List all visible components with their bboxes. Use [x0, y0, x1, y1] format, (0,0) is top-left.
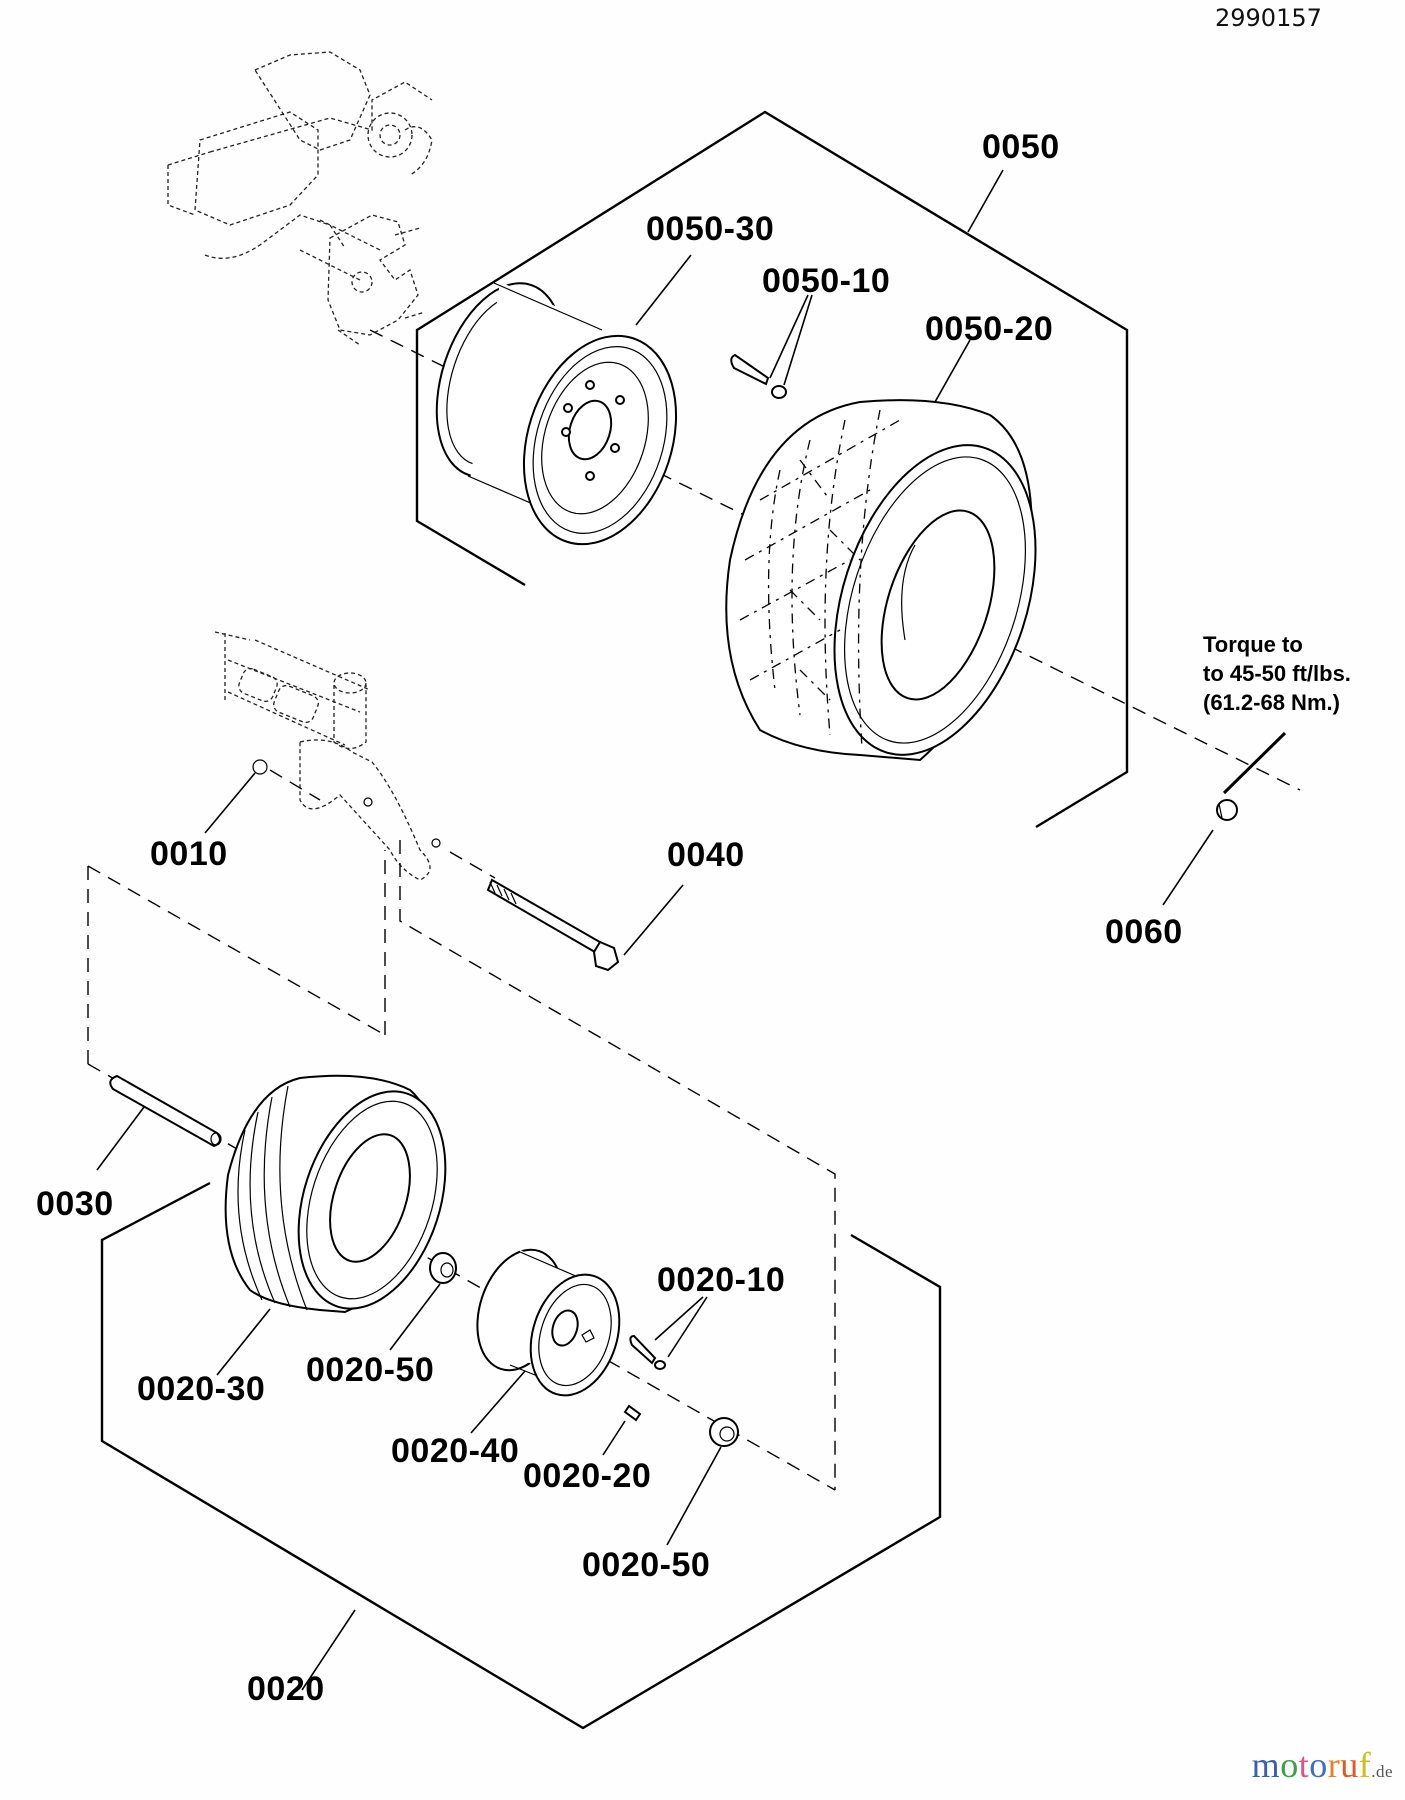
- torque-note: Torque to to 45-50 ft/lbs. (61.2-68 Nm.): [1203, 632, 1351, 795]
- front-rim: [476, 1248, 621, 1397]
- callout-0020-40: 0020-40: [391, 1432, 519, 1470]
- logo-letter: u: [1340, 1745, 1359, 1785]
- callout-0020-50-outer: 0020-50: [582, 1546, 710, 1584]
- logo-letter: r: [1327, 1745, 1341, 1785]
- bearing-outer: [709, 1417, 739, 1447]
- leader-0050-10: [769, 294, 813, 386]
- callout-0050-30: 0050-30: [646, 210, 774, 248]
- rear-valve-stem: [730, 353, 787, 399]
- grease-fitting: [623, 1404, 642, 1422]
- front-tire: [224, 1074, 447, 1314]
- logo-letter: o: [1280, 1745, 1299, 1785]
- leader-0050-30: [635, 254, 692, 326]
- front-valve-stem: [629, 1334, 666, 1370]
- leader-0060: [1162, 829, 1214, 906]
- assembly-frame-0050: [415, 110, 1129, 829]
- leader-0020-20: [602, 1420, 626, 1456]
- callout-0050-10: 0050-10: [762, 262, 890, 300]
- callout-0030: 0030: [36, 1185, 114, 1223]
- drawing-number: 2990157: [1215, 4, 1322, 32]
- torque-line-1: Torque to: [1203, 632, 1303, 657]
- leader-0020-50-inner: [389, 1283, 441, 1351]
- bearing-inner: [429, 1252, 457, 1284]
- callout-0040: 0040: [667, 836, 745, 874]
- callout-0020-10: 0020-10: [657, 1261, 785, 1299]
- callout-0050: 0050: [982, 128, 1060, 166]
- leader-0050: [967, 169, 1004, 233]
- leader-0020-30: [216, 1308, 271, 1376]
- dashed-box-left: [87, 850, 386, 1064]
- pivot-bolt: [486, 878, 620, 972]
- leader-0010: [204, 772, 256, 834]
- spacer-tube: [109, 1074, 222, 1148]
- logo-letter: f: [1358, 1745, 1372, 1785]
- lug-nut: [1216, 799, 1238, 821]
- leader-0040: [623, 884, 684, 956]
- leader-0020-40: [470, 1370, 526, 1434]
- logo-letter: t: [1298, 1745, 1310, 1785]
- callout-0020-30: 0020-30: [137, 1370, 265, 1408]
- rear-tire: [725, 399, 1037, 762]
- leader-0030: [96, 1106, 145, 1171]
- torque-line-3: (61.2-68 Nm.): [1203, 690, 1340, 715]
- dashed-box-right: [399, 840, 836, 1490]
- front-axle-arm-ghost: [214, 631, 441, 881]
- logo-suffix: .de: [1371, 1762, 1393, 1781]
- logo-letter: m: [1251, 1745, 1281, 1785]
- leader-0020-50-outer: [666, 1446, 722, 1546]
- callout-0020-20: 0020-20: [523, 1457, 651, 1495]
- callout-0020: 0020: [247, 1670, 325, 1708]
- callout-0060: 0060: [1105, 913, 1183, 951]
- assembly-frame-0020: [100, 1181, 942, 1730]
- torque-line-2: to 45-50 ft/lbs.: [1203, 661, 1351, 686]
- watermark-logo: motoruf.de: [1252, 1744, 1393, 1786]
- callout-0020-50-inner: 0020-50: [306, 1351, 434, 1389]
- logo-letter: o: [1309, 1745, 1328, 1785]
- callout-0010: 0010: [150, 835, 228, 873]
- transmission-assembly-ghost: [167, 51, 433, 346]
- leader-0020-10: [654, 1296, 708, 1358]
- leader-0050-20: [934, 339, 971, 403]
- rear-rim: [435, 282, 678, 546]
- arm-axis-line-upper: [269, 769, 321, 801]
- leader-0020: [301, 1609, 356, 1691]
- callout-0050-20: 0050-20: [925, 310, 1053, 348]
- arm-axis-line-lower: [449, 851, 496, 879]
